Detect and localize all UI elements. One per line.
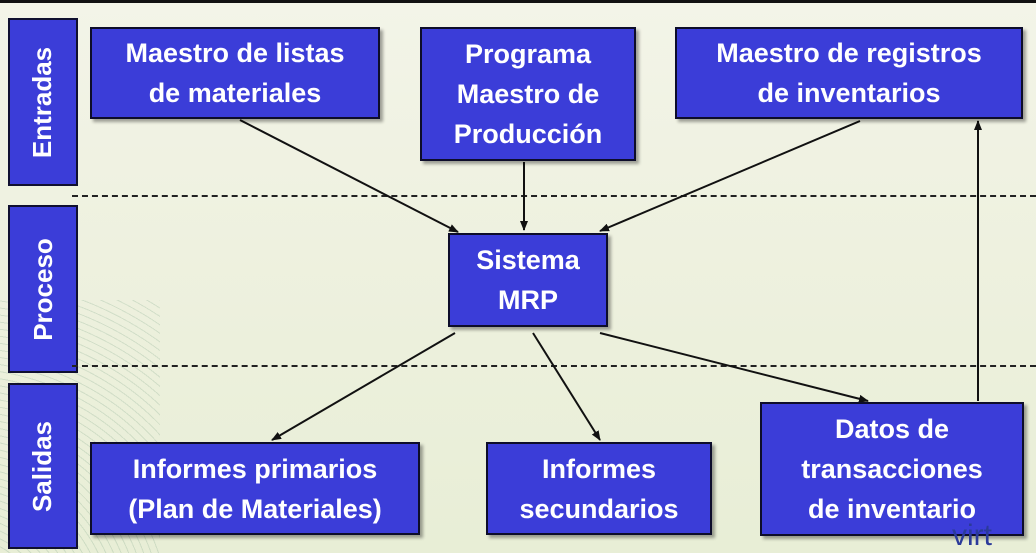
box-secondary-reports-line-2: secundarios: [519, 493, 679, 524]
box-inventory-records: Maestro de registros de inventarios: [675, 27, 1023, 119]
box-inventory-transactions-line-1: Datos de: [834, 414, 950, 444]
box-bill-of-materials-line-2: de materiales: [148, 78, 322, 108]
box-bill-of-materials: Maestro de listas de materiales: [90, 27, 380, 119]
box-inventory-transactions-line-2: transacciones: [801, 454, 983, 484]
box-inventory-records-line-2: de inventarios: [757, 78, 941, 108]
arrow-mrp-to-primary: [271, 332, 456, 441]
box-mrp-system-line-1: Sistema: [476, 245, 580, 275]
arrow-mrp-to-secondary: [532, 332, 601, 441]
box-primary-reports-line-2: (Plan de Materiales): [128, 493, 382, 524]
box-master-production-schedule: Programa Maestro de Producción: [420, 27, 636, 161]
box-primary-reports: Informes primarios (Plan de Materiales): [90, 442, 420, 535]
arrow-mrp-to-transactions: [599, 332, 869, 403]
box-secondary-reports-line-1: Informes: [541, 453, 657, 484]
separator-inputs-process: [72, 195, 1036, 197]
box-primary-reports-line-1: Informes primarios: [132, 453, 378, 484]
box-mrp-system-line-2: MRP: [498, 285, 558, 315]
box-inventory-records-line-1: Maestro de registros: [716, 38, 982, 68]
box-master-production-schedule-line-1: Programa: [464, 39, 592, 69]
box-master-production-schedule-line-2: Maestro de: [456, 79, 600, 109]
stage-label-process: Proceso: [8, 205, 78, 373]
box-inventory-transactions: Datos de transacciones de inventario: [760, 402, 1024, 536]
box-inventory-transactions-line-3: de inventario: [807, 494, 977, 524]
arrow-bom-to-mrp: [239, 119, 459, 233]
corner-logo-text: virt: [952, 519, 992, 552]
box-master-production-schedule-line-3: Producción: [453, 119, 603, 149]
corner-logo-partial: virt: [860, 515, 1036, 553]
box-mrp-system: Sistema MRP: [448, 233, 608, 327]
box-bill-of-materials-line-1: Maestro de listas: [125, 38, 345, 68]
box-secondary-reports: Informes secundarios: [486, 442, 712, 535]
stage-label-inputs: Entradas: [8, 18, 78, 186]
top-border-line: [0, 0, 1036, 3]
stage-label-outputs: Salidas: [8, 383, 78, 549]
arrow-inventory-to-mrp: [599, 120, 861, 232]
